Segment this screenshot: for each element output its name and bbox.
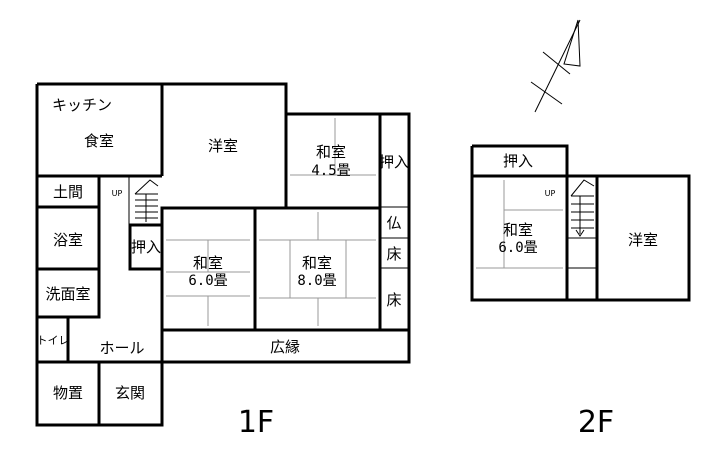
storage-label: 物置: [53, 384, 83, 402]
closet-2f: 押入: [472, 152, 567, 178]
stair-up-label-1f: UP: [112, 189, 123, 198]
washroom: 洗面室: [35, 267, 101, 319]
bath-room: 浴室: [35, 205, 101, 271]
engawa-label: 広縁: [270, 338, 300, 356]
engawa-corridor: 広縁: [160, 269, 409, 362]
western-room-2f: 洋室: [595, 176, 658, 300]
staircase-2f: UP: [545, 179, 597, 269]
washitsu-6-room: 和室 6.0畳: [160, 206, 257, 332]
washitsu-6-name: 和室: [193, 254, 223, 272]
washitsu-4-5-size: 4.5畳: [311, 163, 350, 179]
kitchen-dining-room: キッチン 食室: [37, 96, 162, 178]
washitsu-8-room: 和室 8.0畳: [253, 206, 382, 332]
washitsu-2f-name: 和室: [503, 221, 533, 239]
floor-1-label: 1F: [238, 405, 274, 440]
washitsu-2f-size: 6.0畳: [498, 240, 537, 256]
washitsu-4-5-name: 和室: [316, 143, 346, 161]
hall: ホール: [99, 339, 144, 357]
closet-stair-1f: 押入: [128, 223, 164, 271]
washitsu-8-name: 和室: [302, 254, 332, 272]
stair-up-label-2f: UP: [545, 189, 556, 198]
washroom-label: 洗面室: [45, 285, 90, 303]
floor-2-walls: [470, 144, 691, 302]
toko-label-2: 床: [386, 291, 401, 309]
staircase-1f: UP: [112, 176, 162, 226]
closet-2f-label: 押入: [503, 152, 533, 170]
toilet-room: トイレ: [35, 315, 70, 364]
floor-1-plan: キッチン 食室 洋室 和室 4.5畳 押入 仏 床: [35, 82, 411, 440]
bath-label: 浴室: [53, 231, 83, 249]
dining-label: 食室: [84, 132, 114, 150]
north-arrow-icon: [530, 19, 581, 113]
storage-room: 物置: [35, 360, 101, 427]
closet-right-label: 押入: [379, 153, 409, 171]
washitsu-6-size: 6.0畳: [188, 273, 227, 289]
washitsu-8-size: 8.0畳: [297, 273, 336, 289]
kitchen-label: キッチン: [52, 96, 112, 114]
closet-stair-label: 押入: [131, 238, 161, 256]
doma-label: 土間: [53, 183, 83, 201]
western-room-1f: 洋室: [162, 114, 288, 210]
toilet-label: トイレ: [37, 334, 70, 347]
closet-right-1f: 押入: [379, 153, 409, 208]
hall-label: ホール: [99, 339, 144, 357]
entrance-label: 玄関: [115, 384, 145, 402]
toko-label-1: 床: [386, 245, 401, 263]
floor-2-label: 2F: [578, 405, 614, 440]
floor-2-plan: 押入 和室 6.0畳 UP 洋室: [470, 144, 691, 440]
butsudan-label: 仏: [386, 214, 401, 232]
doma-room: 土間: [35, 174, 101, 209]
alcoves-1f: 仏 床 床: [380, 214, 409, 309]
western-room-label-2f: 洋室: [628, 231, 658, 249]
western-room-label-1f: 洋室: [208, 137, 238, 155]
entrance: 玄関: [97, 360, 164, 427]
